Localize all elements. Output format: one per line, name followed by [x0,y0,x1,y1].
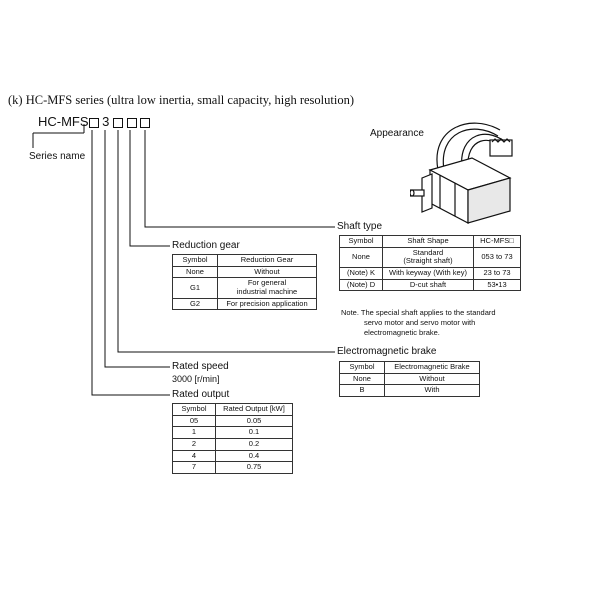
column-header: Symbol [172,403,216,416]
table-cell: For precision application [217,297,317,311]
electromagnetic-brake-table: Symbol Electromagnetic Brake None Withou… [339,361,480,397]
reduction-gear-table: Symbol Reduction Gear None Without G1 Fo… [172,254,317,311]
table-cell: Without [217,265,317,279]
table-cell: 053 to 73 [473,246,521,268]
series-name-label: Series name [29,151,86,162]
shaft-type-note: Note. The special shaft applies to the s… [341,308,496,337]
rated-speed-value: 3000 [r/min] [172,374,220,384]
table-cell: G1 [172,277,218,299]
table-cell: 1 [172,426,216,439]
column-header: Symbol [339,235,383,248]
column-header: Electromagnetic Brake [384,361,480,374]
model-prefix: HC-MFS [38,114,89,129]
table-cell: 23 to 73 [473,266,521,280]
table-cell: 4 [172,449,216,463]
table-cell: 0.75 [215,461,293,474]
table-cell: (Note) K [339,266,383,280]
table-cell: 53•13 [473,278,521,292]
table-cell: With [384,384,480,397]
table-cell: None [339,372,385,386]
table-row: B With [339,384,480,397]
model-code: HC-MFS 3 [38,114,151,129]
table-cell: None [339,246,383,268]
shaft-type-title: Shaft type [337,221,383,232]
page-heading: (k) HC-MFS series (ultra low inertia, sm… [8,93,354,107]
rated-speed-title: Rated speed [172,361,229,372]
gear-symbol-box [126,117,137,128]
table-cell: With keyway (With key) [382,266,474,280]
table-cell: D-cut shaft [382,278,474,292]
table-cell: G2 [172,297,218,311]
servo-motor-illustration [410,122,513,224]
table-row: G2 For precision application [172,297,317,311]
table-cell: None [172,265,218,279]
table-cell: 0.1 [215,426,293,439]
shaft-symbol-box [140,117,151,128]
appearance-label: Appearance [370,128,424,139]
reduction-gear-title: Reduction gear [172,240,240,251]
table-row: None Standard(Straight shaft) 053 to 73 [339,246,521,268]
table-cell: 7 [172,461,216,474]
column-header: Shaft Shape [382,235,474,248]
shaft-type-table: Symbol Shaft Shape HC-MFS□ None Standard… [339,235,521,292]
model-speed-digit: 3 [102,114,110,129]
column-header: Symbol [172,254,218,267]
table-cell: 2 [172,437,216,451]
table-row: None Without [172,265,317,279]
column-header: Rated Output [kW] [215,403,293,416]
table-row: None Without [339,372,480,386]
rated-output-title: Rated output [172,389,230,400]
table-cell: (Note) D [339,278,383,292]
table-cell: Without [384,372,480,386]
column-header: Symbol [339,361,385,374]
electromagnetic-brake-title: Electromagnetic brake [337,346,437,357]
table-row: (Note) K With keyway (With key) 23 to 73 [339,266,521,280]
output-symbol-box [88,117,99,128]
table-cell: 0.05 [215,414,293,428]
table-cell: 0.4 [215,449,293,463]
table-row: (Note) D D-cut shaft 53•13 [339,278,521,292]
table-cell: Standard(Straight shaft) [382,246,474,268]
table-cell: 0.2 [215,437,293,451]
column-header: HC-MFS□ [473,235,521,248]
table-cell: B [339,384,385,397]
column-header: Reduction Gear [217,254,317,267]
brake-symbol-box [113,117,124,128]
table-cell: 05 [172,414,216,428]
